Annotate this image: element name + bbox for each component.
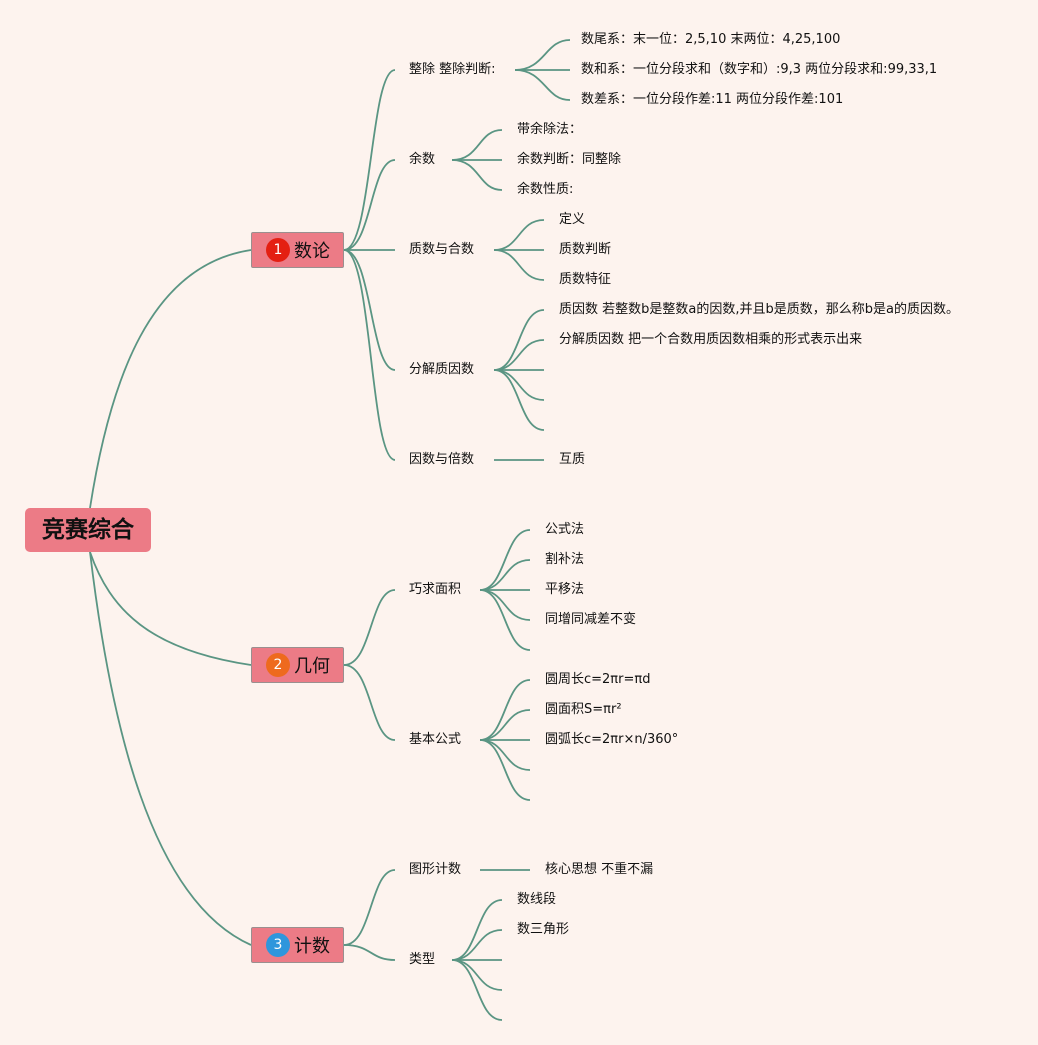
link-jihe-mianji [343, 589, 396, 666]
link-gongshi-1 [479, 679, 531, 741]
subtopic-yinshu-beishu[interactable]: 因数与倍数 [409, 452, 475, 467]
link-leixing-4 [451, 959, 503, 991]
leaf-node[interactable]: 平移法 [545, 582, 585, 597]
root-node[interactable]: 竞赛综合 [25, 508, 151, 552]
subtopic-qiaoqiu-mianji[interactable]: 巧求面积 [409, 582, 462, 597]
subtopic-leixing[interactable]: 类型 [409, 952, 436, 967]
link-leixing-5 [451, 959, 503, 1021]
link-shulun-yinshu [343, 249, 396, 461]
leaf-node[interactable]: 质数特征 [559, 272, 612, 287]
leaf-node[interactable]: 割补法 [545, 552, 585, 567]
number-3-badge: 3 [266, 933, 290, 957]
link-shulun-fenjie [343, 249, 396, 371]
leaf-node[interactable]: 质因数 若整数b是整数a的因数,并且b是质数，那么称b是a的质因数。 [559, 302, 959, 317]
link-zhengchu-3 [514, 69, 571, 101]
link-mianji-5 [479, 589, 531, 651]
link-root-shulun [89, 249, 252, 509]
leaf-node[interactable]: 数差系：一位分段作差:11 两位分段作差:101 [581, 92, 844, 107]
link-zhishu-1 [493, 219, 545, 251]
leaf-node[interactable]: 余数性质: [517, 182, 574, 197]
topic-label: 计数 [294, 936, 330, 957]
leaf-node[interactable]: 定义 [559, 212, 586, 227]
leaf-node[interactable]: 数和系：一位分段求和（数字和）:9,3 两位分段求和:99,33,1 [581, 62, 938, 77]
link-jishu-leixing [343, 944, 396, 961]
leaf-node[interactable]: 余数判断：同整除 [517, 152, 622, 167]
number-1-badge: 1 [266, 238, 290, 262]
leaf-node[interactable]: 同增同减差不变 [545, 612, 637, 627]
link-fenjie-1 [493, 309, 545, 371]
leaf-node[interactable]: 圆面积S=πr² [545, 702, 622, 717]
link-gongshi-5 [479, 739, 531, 801]
link-jishu-tuxing [343, 869, 396, 946]
leaf-node[interactable]: 分解质因数 把一个合数用质因数相乘的形式表示出来 [559, 332, 863, 347]
link-yushu-1 [451, 129, 503, 161]
subtopic-yushu[interactable]: 余数 [409, 152, 436, 167]
leaf-node[interactable]: 带余除法： [517, 122, 583, 137]
link-mianji-2 [479, 559, 531, 591]
topic-label: 几何 [294, 656, 330, 677]
leaf-node[interactable]: 数尾系：末一位：2,5,10 末两位：4,25,100 [581, 32, 841, 47]
subtopic-fenjie-zhiyinshu[interactable]: 分解质因数 [409, 362, 475, 377]
link-root-jihe [89, 551, 252, 666]
link-leixing-2 [451, 929, 503, 961]
number-2-badge: 2 [266, 653, 290, 677]
link-shulun-yushu [343, 159, 396, 251]
leaf-node[interactable]: 圆弧长c=2πr×n/360° [545, 732, 679, 747]
leaf-node[interactable]: 数三角形 [517, 922, 570, 937]
leaf-node[interactable]: 数线段 [517, 892, 557, 907]
link-root-jishu [89, 551, 252, 946]
link-gongshi-2 [479, 709, 531, 741]
link-jihe-gongshi [343, 664, 396, 741]
subtopic-jiben-gongshi[interactable]: 基本公式 [409, 732, 462, 747]
leaf-node[interactable]: 质数判断 [559, 242, 612, 257]
topic-label: 数论 [294, 241, 330, 262]
link-mianji-4 [479, 589, 531, 621]
link-fenjie-2 [493, 339, 545, 371]
link-fenjie-4 [493, 369, 545, 401]
leaf-node[interactable]: 公式法 [545, 522, 585, 537]
link-leixing-1 [451, 899, 503, 961]
link-mianji-1 [479, 529, 531, 591]
subtopic-zhishu-heshu[interactable]: 质数与合数 [409, 242, 475, 257]
subtopic-tuxing-jishu[interactable]: 图形计数 [409, 862, 462, 877]
link-gongshi-4 [479, 739, 531, 771]
topic-jihe[interactable]: 2 几何 [251, 647, 344, 683]
subtopic-zhengchu[interactable]: 整除 整除判断: [409, 62, 496, 77]
link-zhengchu-1 [514, 39, 571, 71]
leaf-node[interactable]: 圆周长c=2πr=πd [545, 672, 651, 687]
link-zhishu-3 [493, 249, 545, 281]
leaf-node[interactable]: 互质 [559, 452, 586, 467]
link-fenjie-5 [493, 369, 545, 431]
leaf-node[interactable]: 核心思想 不重不漏 [545, 862, 654, 877]
link-yushu-3 [451, 159, 503, 191]
topic-shulun[interactable]: 1 数论 [251, 232, 344, 268]
link-shulun-zhengchu [343, 69, 396, 251]
topic-jishu[interactable]: 3 计数 [251, 927, 344, 963]
